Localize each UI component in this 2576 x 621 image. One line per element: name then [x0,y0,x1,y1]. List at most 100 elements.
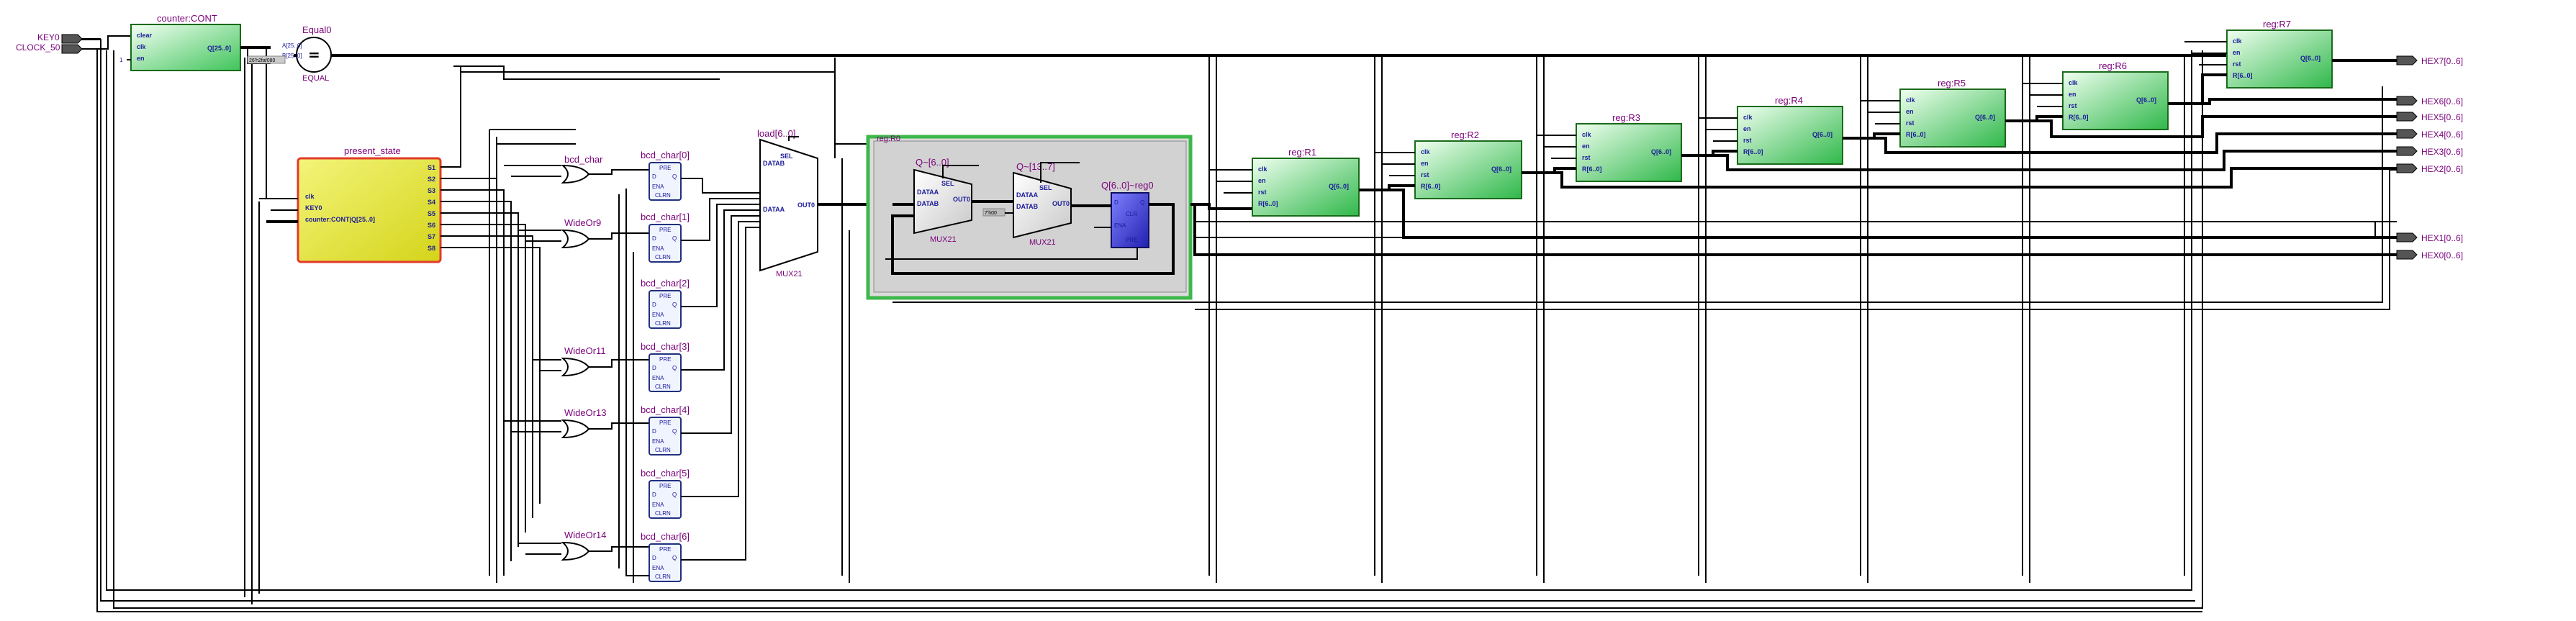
gate-wideor14[interactable]: WideOr14 [561,530,607,561]
reg-r0-pin-clr: CLR [1126,211,1137,217]
input-pin-clock50[interactable]: CLOCK_50 [16,42,83,54]
state-out-s4: S4 [428,199,435,206]
reg-r7-title: reg:R7 [2263,19,2291,30]
counter-port-clear: clear [137,32,153,39]
dff-5[interactable]: bcd_char[5] PRE D Q ENA CLRN [641,468,690,519]
reg-r2[interactable]: reg:R2 clk en rst R[6..0] Q[6..0] [1414,130,1522,199]
reg-r4[interactable]: reg:R4 clk en rst R[6..0] Q[6..0] [1737,95,1843,165]
output-pin-hex7[interactable]: HEX7[0..6] [2396,55,2463,66]
reg-r0-mux-2[interactable]: Q~[13..7] SEL DATAA DATAB OUT0 MUX21 [1013,161,1072,247]
reg-r0-mux2-datab: DATAB [1016,203,1039,210]
counter-port-en: en [137,55,145,62]
reg-r5-port-clk: clk [1906,96,1916,104]
reg-r0-mux2-sel: SEL [1039,184,1052,191]
mux-main-pin-sel: SEL [780,153,793,160]
dff-pin-d-2: D [652,302,656,308]
output-pin-hex3[interactable]: HEX3[0..6] [2396,146,2463,157]
gate-wideor11[interactable]: WideOr11 [561,345,606,377]
equal-port-b: B[25..0] [282,53,302,59]
dff-pin-d-1: D [652,235,656,242]
output-label-hex0: HEX0[0..6] [2421,250,2463,260]
dff-3[interactable]: bcd_char[3] PRE D Q ENA CLRN [641,341,690,392]
dff-title-1: bcd_char[1] [641,212,690,222]
dff-0[interactable]: bcd_char[0] PRE D Q ENA CLRN [641,150,690,201]
output-pin-hex4[interactable]: HEX4[0..6] [2396,129,2463,140]
state-port-key0: KEY0 [305,204,322,212]
reg-r6-port-r: R[6..0] [2069,114,2089,121]
dff-pin-d-0: D [652,173,656,180]
output-pin-hex6[interactable]: HEX6[0..6] [2396,96,2463,106]
frame-wires [79,39,2397,612]
mux-main-title: load[6..0] [757,128,796,139]
reg-r0-mux1-dataa: DATAA [917,189,939,196]
dff-title-6: bcd_char[6] [641,531,690,542]
reg-r1-title: reg:R1 [1288,147,1316,158]
dff-title-0: bcd_char[0] [641,150,690,160]
dff-pin-pre-2: PRE [659,293,671,299]
reg-r6-port-clk: clk [2069,79,2079,86]
reg-r3-port-q: Q[6..0] [1651,148,1671,155]
reg-r3[interactable]: reg:R3 clk en rst R[6..0] Q[6..0] [1576,112,1682,182]
input-pin-key0[interactable]: KEY0 [37,32,83,44]
reg-r7-port-en: en [2233,49,2241,56]
output-label-hex2: HEX2[0..6] [2421,164,2463,174]
state-port-clk: clk [305,193,315,200]
reg-r0-mux2-out: OUT0 [1052,200,1070,207]
reg-r3-title: reg:R3 [1612,112,1640,123]
gate-wideor13[interactable]: WideOr13 [561,407,607,439]
reg-r0-reg-title: Q[6..0]~reg0 [1101,180,1154,191]
dff-6[interactable]: bcd_char[6] PRE D Q ENA CLRN [641,531,690,582]
reg-r4-title: reg:R4 [1775,95,1803,106]
reg-r0-const: 7'h00 [985,211,997,216]
reg-r0-mux-1[interactable]: Q~[6..0] SEL DATAA DATAB OUT0 MUX21 [913,157,972,244]
output-pin-hex0[interactable]: HEX0[0..6] [2396,250,2463,260]
output-pin-hex1[interactable]: HEX1[0..6] [2396,232,2463,243]
present-state-block[interactable]: present_state clk KEY0 counter:CONT|Q[25… [297,145,442,263]
equal-block[interactable]: Equal0 = A[25..0] B[25..0] EQUAL 26'h2fa… [247,24,332,83]
register-chain-wires [1190,41,2398,256]
reg-r0-q-label: Q~[6..0] [916,157,949,168]
reg-r4-port-rst: rst [1743,137,1752,144]
dff-pin-ena-3: ENA [652,375,664,381]
reg-r0-group[interactable]: reg:R0 Q~[6..0] SEL DATAA DATAB OUT0 MUX… [866,135,1193,300]
dff-1[interactable]: bcd_char[1] PRE D Q ENA CLRN [641,212,690,263]
gate-label-wideor9: WideOr9 [564,217,601,228]
reg-r1-port-en: en [1258,177,1266,184]
mux-main-pin-datab: DATAB [763,160,785,167]
reg-r1-port-r: R[6..0] [1258,200,1278,207]
counter-block[interactable]: counter:CONT clear clk en Q[25..0] 1 [119,13,241,71]
dff-title-3: bcd_char[3] [641,341,690,352]
state-port-counter: counter:CONT|Q[25..0] [305,216,375,223]
output-pin-hex5[interactable]: HEX5[0..6] [2396,112,2463,122]
dff-4[interactable]: bcd_char[4] PRE D Q ENA CLRN [641,404,690,455]
reg-r5-port-rst: rst [1906,119,1915,127]
reg-r6-port-rst: rst [2069,102,2077,109]
dff-pin-d-3: D [652,365,656,371]
reg-r0-pin-pre: PRE [1126,237,1137,243]
reg-r0-mux1-out: OUT0 [953,196,970,203]
reg-r0-register[interactable]: Q[6..0]~reg0 D Q CLR ENA PRE [1101,180,1154,248]
dff-2[interactable]: bcd_char[2] PRE D Q ENA CLRN [641,278,690,329]
reg-r7-port-clk: clk [2233,37,2243,45]
output-pin-hex2[interactable]: HEX2[0..6] [2396,163,2463,174]
reg-r5-title: reg:R5 [1938,78,1966,89]
reg-r6[interactable]: reg:R6 clk en rst R[6..0] Q[6..0] [2062,60,2169,130]
dff-pin-pre-6: PRE [659,546,671,553]
gate-wideor9[interactable]: WideOr9 [561,217,601,249]
mux-main[interactable]: load[6..0] SEL DATAB DATAA OUT0 MUX21 [757,128,818,278]
output-pins: HEX7[0..6] HEX6[0..6] HEX5[0..6] HEX4[0.… [2396,55,2463,260]
reg-r7[interactable]: reg:R7 clk en rst R[6..0] Q[6..0] [2226,19,2333,89]
state-out-s1: S1 [428,164,435,171]
reg-r4-port-en: en [1743,125,1751,132]
reg-r5-port-q: Q[6..0] [1975,114,1995,121]
dff-pin-q-4: Q [672,428,677,435]
counter-const-in: 1 [119,57,123,63]
reg-r5[interactable]: reg:R5 clk en rst R[6..0] Q[6..0] [1899,78,2006,148]
reg-r4-port-clk: clk [1743,114,1753,121]
reg-r1[interactable]: reg:R1 clk en rst R[6..0] Q[6..0] [1252,147,1360,217]
equal-const: 26'h2faf080 [249,58,275,63]
gate-bcd-char[interactable]: bcd_char [561,154,603,184]
output-label-hex7: HEX7[0..6] [2421,56,2463,66]
gate-label-bcd-char: bcd_char [564,154,603,165]
